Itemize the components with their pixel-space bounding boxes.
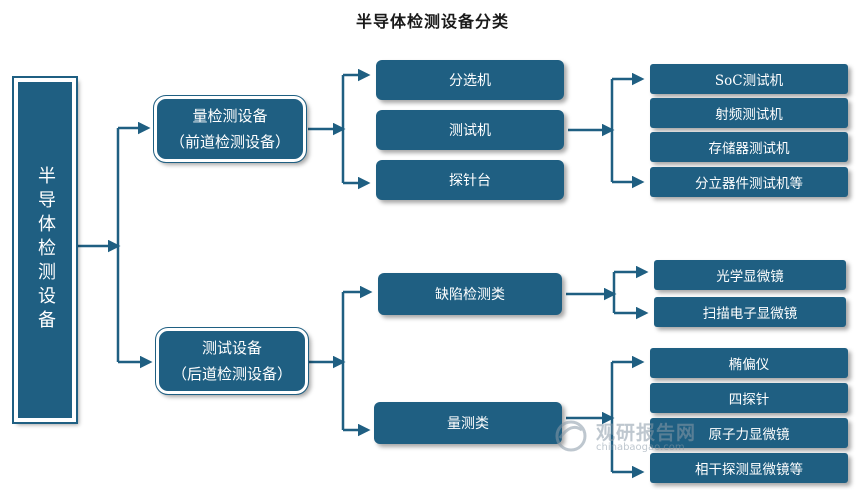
rf-tester-node: 射频测试机 xyxy=(650,98,848,128)
soc-tester-node: SoC测试机 xyxy=(650,64,848,94)
optical-microscope-node: 光学显微镜 xyxy=(654,260,846,290)
diagram-title: 半导体检测设备分类 xyxy=(355,12,509,31)
afm-node: 原子力显微镜 xyxy=(650,418,848,448)
prober-node: 探针台 xyxy=(376,160,564,200)
ellipsometer-node: 椭偏仪 xyxy=(650,348,848,378)
back-end-subtitle: （后道检测设备） xyxy=(171,365,292,383)
sorter-node: 分选机 xyxy=(376,60,564,100)
four-probe-node: 四探针 xyxy=(650,383,848,413)
front-end-node: 量检测设备 （前道检测设备） xyxy=(153,95,307,163)
discrete-tester-node: 分立器件测试机等 xyxy=(650,167,848,197)
back-end-node: 测试设备 （后道检测设备） xyxy=(155,327,309,395)
memory-tester-node: 存储器测试机 xyxy=(650,132,848,162)
metrology-node: 量测类 xyxy=(374,402,562,444)
sem-node: 扫描电子显微镜 xyxy=(654,297,846,327)
defect-inspection-node: 缺陷检测类 xyxy=(378,273,562,315)
front-end-title: 量检测设备 xyxy=(192,107,268,125)
root-node: 半导体检测设备 xyxy=(12,76,78,424)
tester-node: 测试机 xyxy=(376,110,564,150)
back-end-title: 测试设备 xyxy=(201,339,262,357)
coherence-microscope-node: 相干探测显微镜等 xyxy=(650,453,848,483)
front-end-subtitle: （前道检测设备） xyxy=(169,133,290,151)
